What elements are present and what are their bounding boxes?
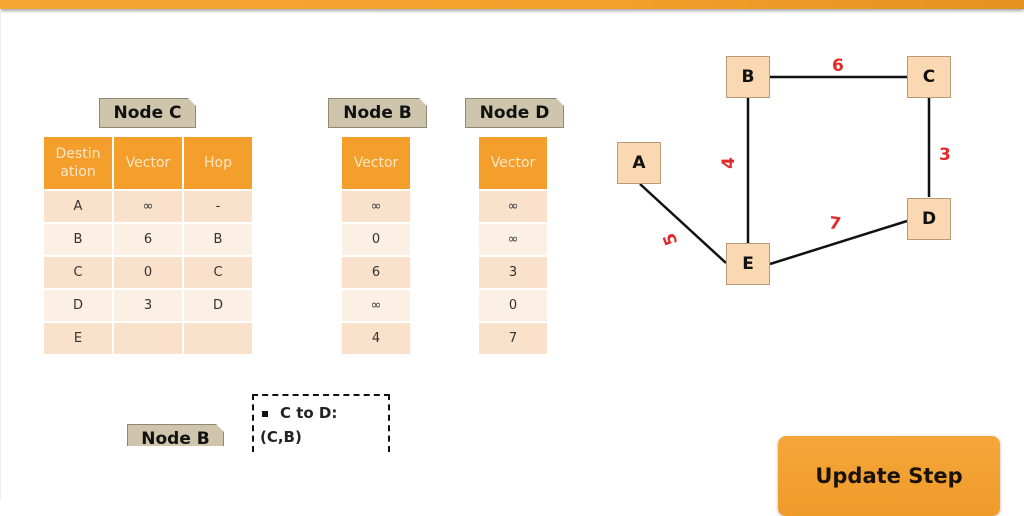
cell-vector: ∞ — [342, 288, 410, 321]
header-hop: Hop — [182, 137, 252, 189]
cell-vector: 6 — [342, 255, 410, 288]
update-step-button[interactable]: Update Step — [778, 436, 1000, 516]
partial-node-b-tag: Node B — [127, 424, 224, 446]
bullet-icon — [262, 410, 268, 417]
header-vector: Vector — [112, 137, 182, 189]
cell-vector: 7 — [479, 321, 547, 354]
cell-destination: E — [44, 321, 112, 354]
partial-node-b-label: Node B — [127, 424, 224, 446]
node-d-table: Vector ∞ ∞ 3 0 7 — [479, 137, 547, 354]
cell-vector: 0 — [479, 288, 547, 321]
table-row: 4 — [342, 321, 410, 354]
table-row: 3 — [479, 255, 547, 288]
left-edge-divider — [0, 9, 1, 500]
cell-vector: 3 — [479, 255, 547, 288]
table-row: 0 — [479, 288, 547, 321]
table-row: B 6 B — [44, 222, 252, 255]
cell-destination: D — [44, 288, 112, 321]
edge-a-e — [639, 183, 727, 264]
cell-vector: 3 — [112, 288, 182, 321]
graph-node-e: E — [726, 243, 770, 285]
top-accent-bar — [0, 0, 1024, 9]
table-row: 7 — [479, 321, 547, 354]
note-line-1-text: C to D: — [280, 404, 338, 422]
table-row: 0 — [342, 222, 410, 255]
cell-hop: C — [182, 255, 252, 288]
table-row: ∞ — [342, 288, 410, 321]
cell-vector — [112, 321, 182, 354]
cell-hop: B — [182, 222, 252, 255]
node-b-title: Node B — [328, 98, 427, 128]
cell-vector: ∞ — [342, 189, 410, 222]
table-row: D 3 D — [44, 288, 252, 321]
node-d-title: Node D — [465, 98, 564, 128]
cell-hop — [182, 321, 252, 354]
table-row: C 0 C — [44, 255, 252, 288]
cell-hop: D — [182, 288, 252, 321]
edge-e-d — [769, 219, 908, 266]
header-vector: Vector — [479, 137, 547, 189]
table-row: 6 — [342, 255, 410, 288]
cell-vector: ∞ — [479, 189, 547, 222]
edge-weight-b-c: 6 — [832, 56, 844, 76]
table-row: E — [44, 321, 252, 354]
cell-vector: 4 — [342, 321, 410, 354]
cell-destination: C — [44, 255, 112, 288]
cell-vector: 0 — [112, 255, 182, 288]
cell-vector: ∞ — [479, 222, 547, 255]
edge-weight-b-e: 4 — [718, 157, 739, 169]
cell-vector: ∞ — [112, 189, 182, 222]
cell-vector: 0 — [342, 222, 410, 255]
table-row: ∞ — [342, 189, 410, 222]
cell-vector: 6 — [112, 222, 182, 255]
route-note: C to D: (C,B) — [252, 394, 390, 452]
cell-destination: A — [44, 189, 112, 222]
graph-node-c: C — [907, 56, 951, 98]
graph-node-b: B — [726, 56, 770, 98]
graph-node-a: A — [617, 142, 661, 184]
note-line-2: (C,B) — [260, 428, 302, 446]
table-row: ∞ — [479, 222, 547, 255]
node-c-title: Node C — [99, 98, 196, 128]
table-row: A ∞ - — [44, 189, 252, 222]
note-line-1: C to D: — [262, 404, 337, 422]
node-b-table: Vector ∞ 0 6 ∞ 4 — [342, 137, 410, 354]
edge-weight-c-d: 3 — [939, 145, 951, 165]
graph-node-d: D — [907, 198, 951, 240]
table-row: ∞ — [479, 189, 547, 222]
cell-destination: B — [44, 222, 112, 255]
cell-hop: - — [182, 189, 252, 222]
network-graph-edges — [639, 75, 931, 266]
header-vector: Vector — [342, 137, 410, 189]
